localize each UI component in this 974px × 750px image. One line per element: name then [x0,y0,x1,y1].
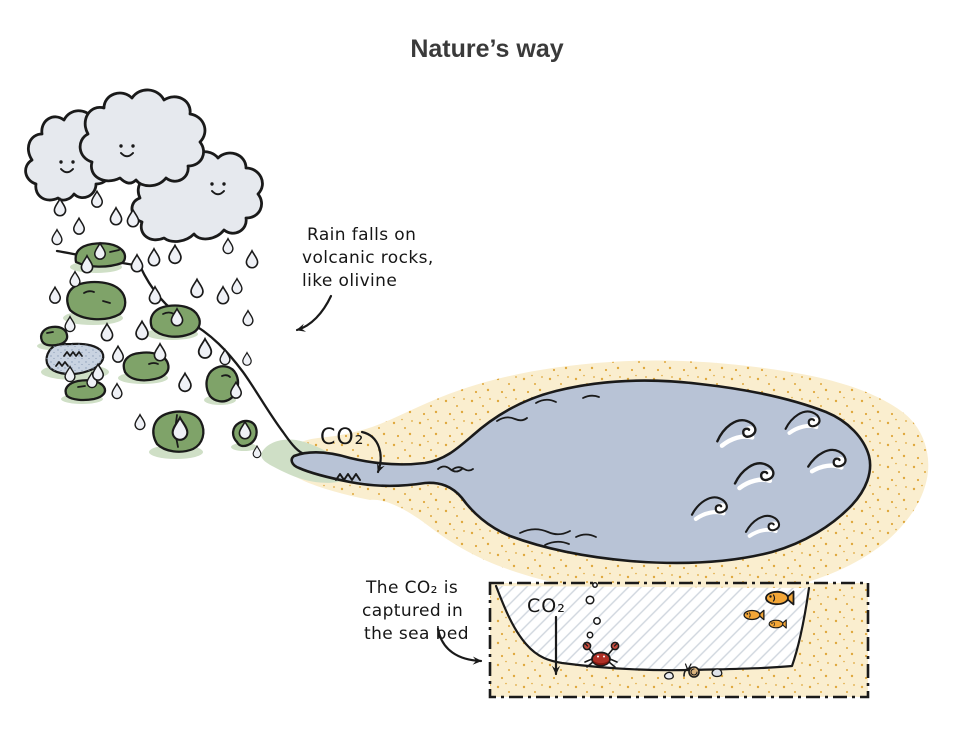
surface-ripples [451,394,600,546]
shell [663,671,674,680]
seabed-floor-line [494,584,811,672]
raindrop [168,244,182,265]
pond [45,342,105,376]
raindrop [222,237,234,255]
crab [582,641,620,668]
raindrop [100,322,114,342]
stream-squiggle [335,473,361,481]
annotation-rain-line2: volcanic rocks, [302,248,434,268]
raindrop [231,278,243,295]
annotation-seabed-line3: the sea bed [364,624,469,644]
raindrop [245,250,259,269]
raindrop [190,278,204,299]
co2-stream-arrow [360,430,385,474]
raindrop [69,271,81,288]
annotation-seabed-line1: The CO₂ is [365,578,458,598]
sea-and-stream [290,379,872,565]
olivine-rocks [37,242,258,459]
annotation-rain-line3: like olivine [302,271,397,291]
seabed-water [496,586,809,671]
raindrop [178,372,192,393]
raindrop [148,285,162,305]
rock [66,280,127,321]
raindrop [153,342,167,362]
annotation-rain-arrow [295,294,333,332]
raindrop [130,254,144,273]
annotation-seabed: The CO₂ is captured in the sea bed [362,578,483,665]
water-body [290,379,872,565]
raindrop [197,337,213,359]
raindrop [135,320,149,341]
co2-stream: CO₂ [320,425,385,474]
seabed-border [488,581,870,699]
raindrop [112,345,124,363]
raindrop [242,352,252,366]
raindrop [51,228,63,246]
co2-stream-label: CO₂ [320,425,365,450]
bubbles [585,582,601,639]
page-title: Nature’s way [410,35,563,63]
raindrop [73,217,85,235]
raindrop [49,286,61,304]
pond-squiggle [55,361,69,367]
co2-seabed-label: CO₂ [527,595,566,617]
annotation-seabed-arrow [436,627,483,665]
stream-ripple [437,465,463,473]
annotation-seabed-line2: captured in [362,601,463,621]
pond-squiggle [63,351,83,357]
raindrop [134,414,146,431]
cloud-middle [78,88,207,188]
annotation-rain: Rain falls on volcanic rocks, like olivi… [295,225,434,332]
annotation-rain-line1: Rain falls on [307,225,416,245]
raindrop [242,310,254,327]
raindrop [219,349,231,366]
shell [711,668,723,678]
raindrop [147,248,161,267]
raindrop [216,285,230,305]
rock [64,379,107,402]
snail [683,663,700,678]
seabed-box: CO₂ [488,581,870,699]
rain-clouds [24,88,264,243]
rock [40,325,69,347]
raindrop [111,383,123,400]
raindrop [109,207,123,226]
